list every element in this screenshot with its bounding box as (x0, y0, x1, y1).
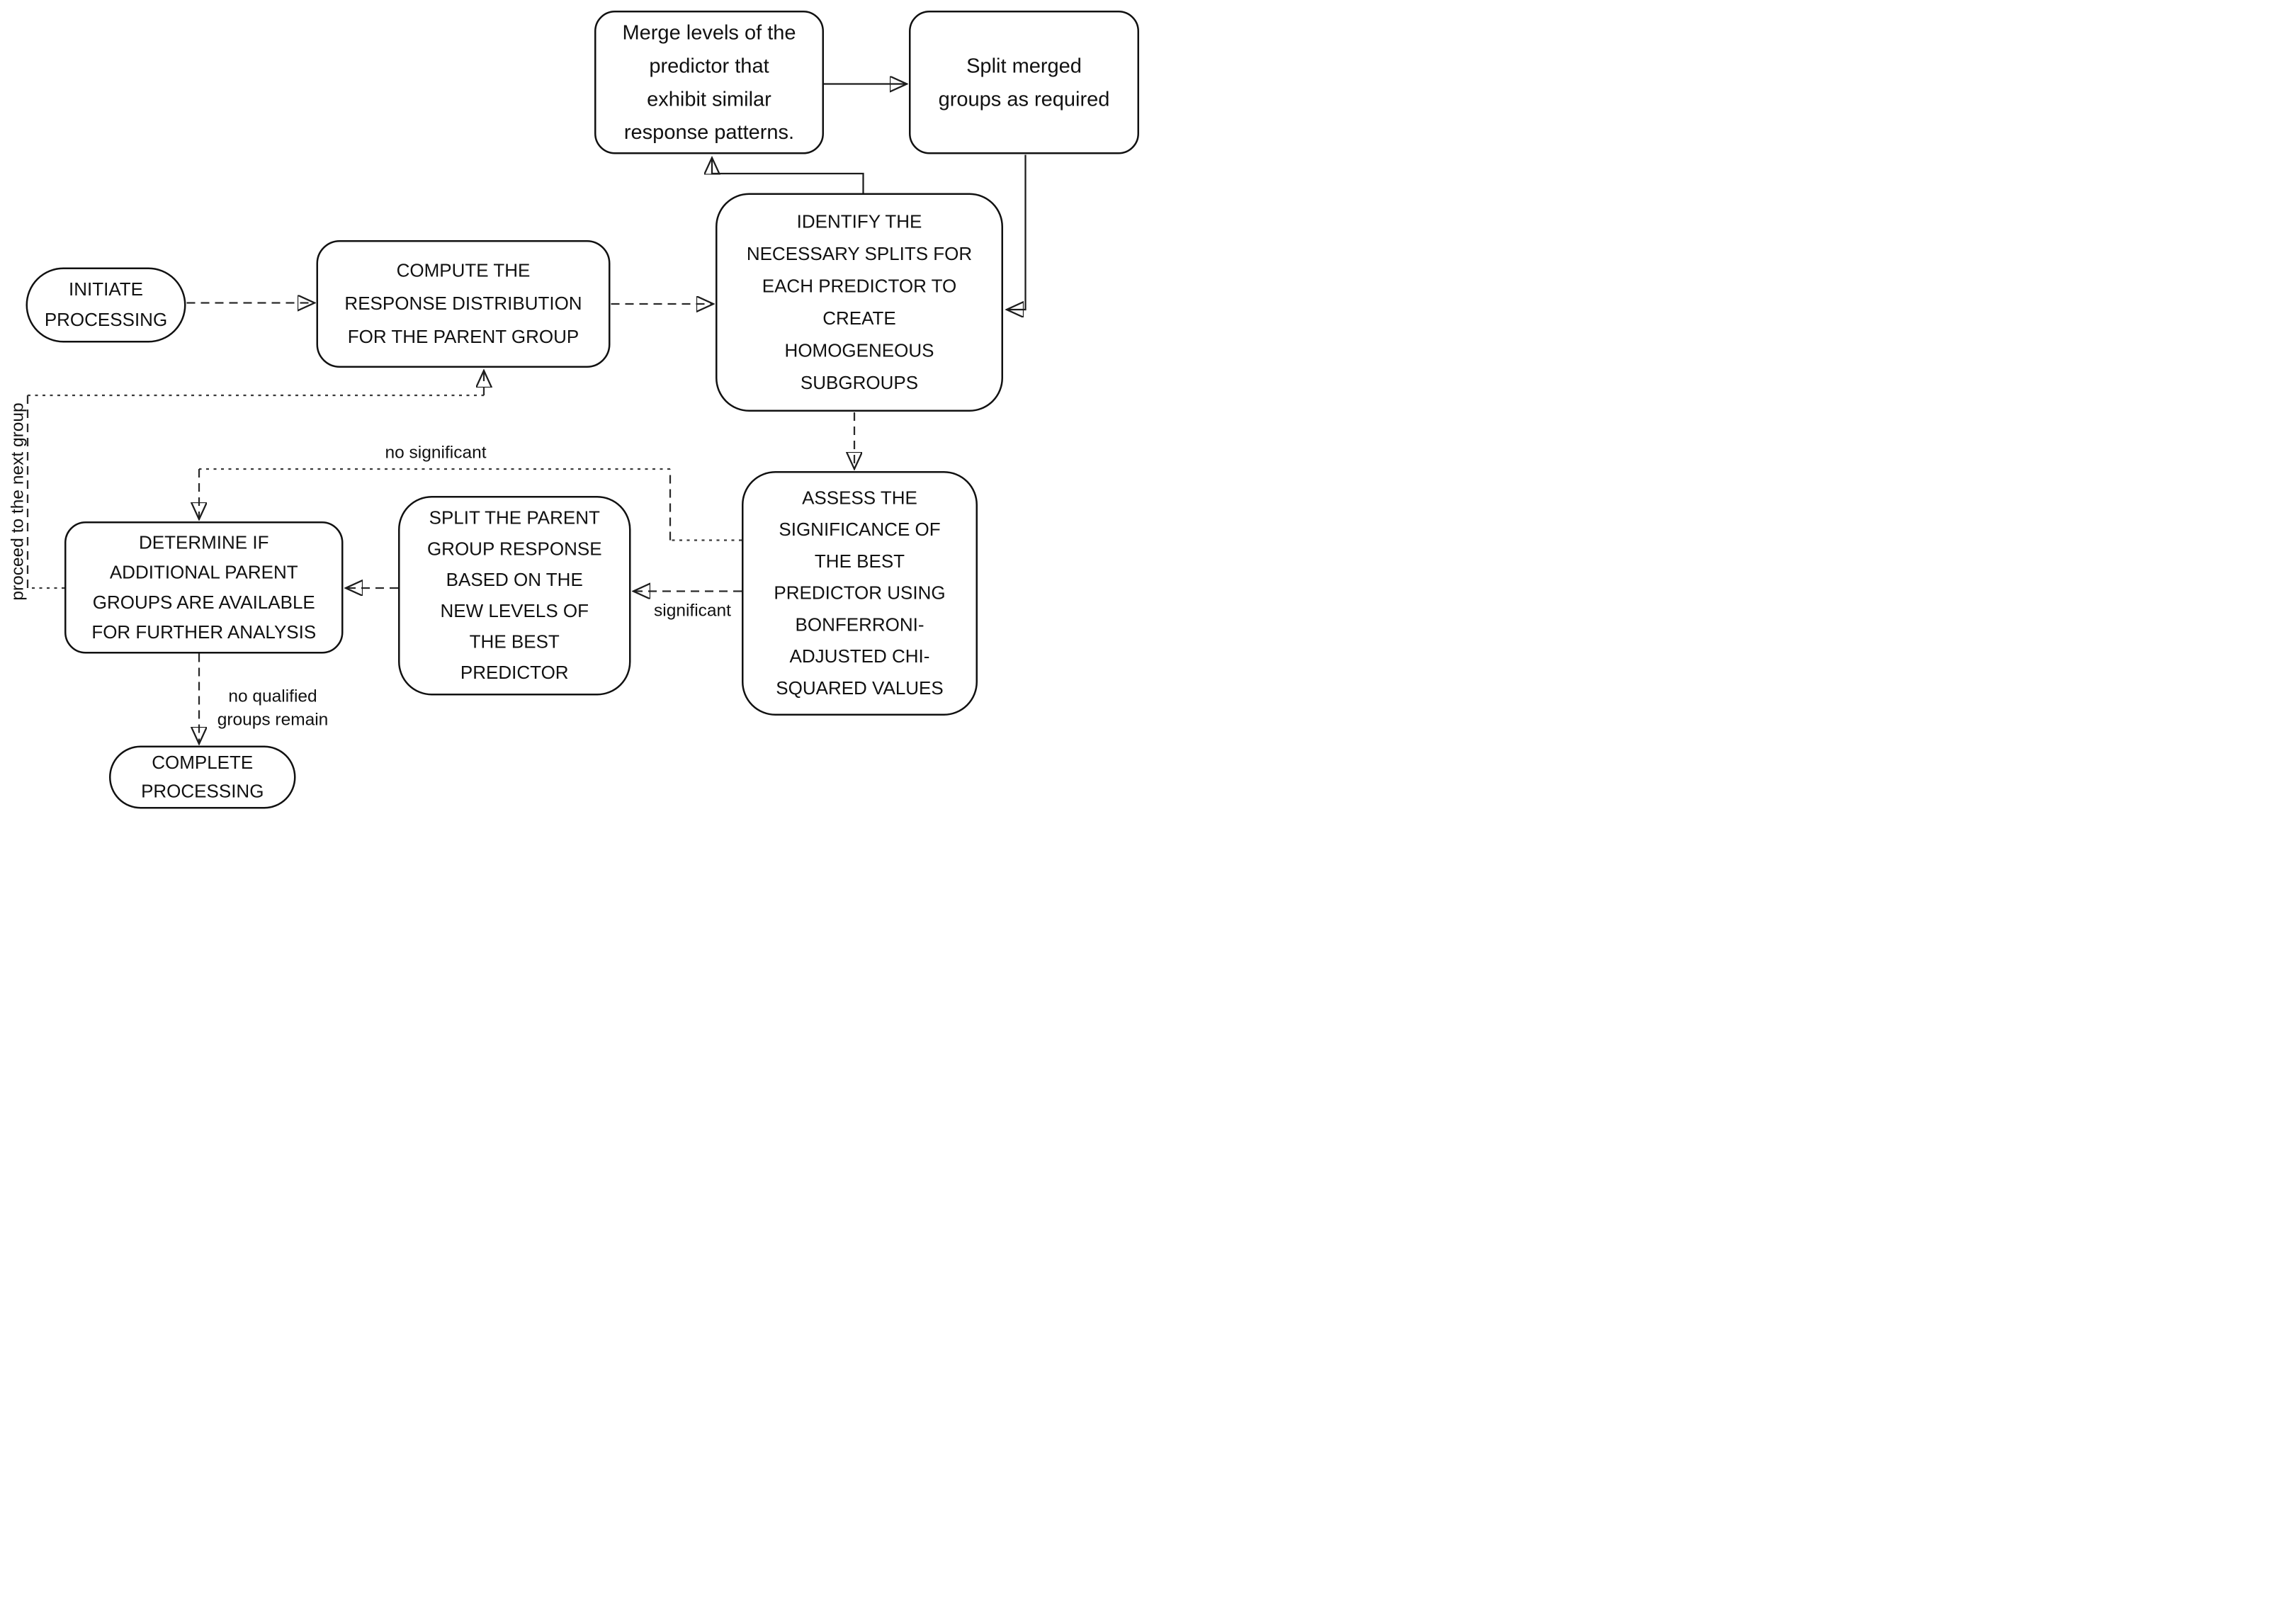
node-complete-processing: COMPLETE PROCESSING (109, 745, 296, 809)
node-identify-splits: IDENTIFY THE NECESSARY SPLITS FOR EACH P… (716, 193, 1003, 412)
edge-label-no-qualified: no qualified groups remain (217, 687, 329, 730)
flowchart-canvas: Merge levels of the predictor that exhib… (0, 0, 1148, 810)
flowchart-frame: Merge levels of the predictor that exhib… (0, 0, 1148, 810)
node-split-merged: Split merged groups as required (909, 11, 1139, 154)
edge-splitmerged-to-identify (1007, 154, 1027, 310)
node-merge-levels: Merge levels of the predictor that exhib… (594, 11, 824, 154)
edge-label-no-significant: no significant (385, 443, 487, 462)
node-initiate-processing: INITIATE PROCESSING (26, 267, 186, 343)
node-split-parent-group: SPLIT THE PARENT GROUP RESPONSE BASED ON… (398, 496, 631, 696)
connector-layer (26, 0, 1027, 810)
edge-label-significant: significant (654, 601, 731, 620)
edge-label-proceed-next-group: proceed to the next group (8, 402, 27, 601)
node-assess-significance: ASSESS THE SIGNIFICANCE OF THE BEST PRED… (742, 471, 978, 716)
node-compute-response: COMPUTE THE RESPONSE DISTRIBUTION FOR TH… (316, 240, 611, 368)
node-determine-groups: DETERMINE IF ADDITIONAL PARENT GROUPS AR… (64, 521, 344, 654)
edge-identify-to-merge (712, 159, 864, 193)
